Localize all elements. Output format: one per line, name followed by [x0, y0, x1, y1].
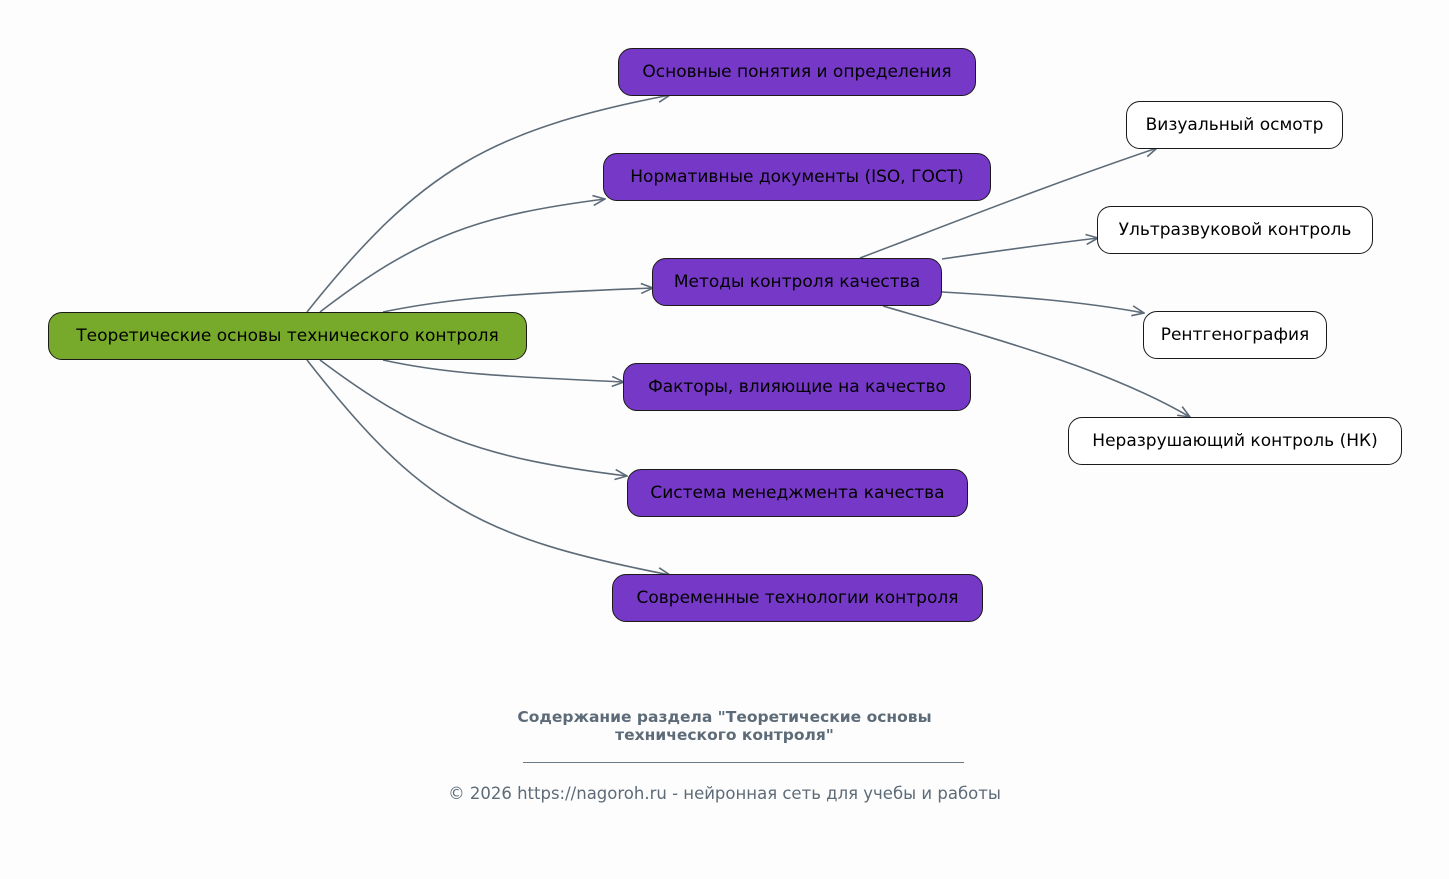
topic-node-basic-concepts[interactable]: Основные понятия и определения [618, 48, 976, 96]
edge-root-t4 [382, 359, 624, 382]
diagram-title-line-2: технического контроля" [615, 726, 834, 744]
root-node-label: Теоретические основы технического контро… [76, 326, 499, 346]
edge-t3-l2 [941, 238, 1098, 260]
edge-root-t5 [319, 359, 627, 476]
topic-node-regulatory-documents[interactable]: Нормативные документы (ISO, ГОСТ) [603, 153, 991, 201]
topic-node-label: Система менеджмента качества [650, 483, 945, 503]
edge-t3-l4 [882, 305, 1190, 417]
topic-node-quality-factors[interactable]: Факторы, влияющие на качество [623, 363, 971, 411]
leaf-node-ultrasonic-testing[interactable]: Ультразвуковой контроль [1097, 206, 1373, 254]
topic-node-modern-control-technologies[interactable]: Современные технологии контроля [612, 574, 983, 622]
leaf-node-nondestructive-testing[interactable]: Неразрушающий контроль (НК) [1068, 417, 1402, 465]
diagram-title-line-1: Содержание раздела "Теоретические основы [517, 708, 932, 726]
topic-node-quality-control-methods[interactable]: Методы контроля качества [652, 258, 942, 306]
leaf-node-visual-inspection[interactable]: Визуальный осмотр [1126, 101, 1343, 149]
leaf-node-label: Ультразвуковой контроль [1118, 220, 1352, 240]
copyright-text[interactable]: © 2026 https://nagoroh.ru - нейронная се… [448, 784, 1001, 803]
topic-node-label: Методы контроля качества [673, 272, 921, 292]
topic-node-label: Факторы, влияющие на качество [648, 377, 946, 397]
edge-t3-l3 [941, 291, 1144, 313]
topic-node-label: Нормативные документы (ISO, ГОСТ) [630, 167, 964, 187]
diagram-title: Содержание раздела "Теоретические основы… [0, 708, 1449, 744]
leaf-node-label: Рентгенография [1160, 325, 1310, 345]
edge-t3-l1 [859, 148, 1157, 259]
edge-root-t1 [306, 95, 670, 313]
edge-root-t6 [306, 359, 670, 575]
leaf-node-label: Визуальный осмотр [1145, 115, 1324, 135]
leaf-node-radiography[interactable]: Рентгенография [1143, 311, 1327, 359]
edge-root-t3 [382, 288, 653, 313]
root-node[interactable]: Теоретические основы технического контро… [48, 312, 527, 360]
caption-divider [523, 762, 964, 763]
leaf-node-label: Неразрушающий контроль (НК) [1092, 431, 1378, 451]
edge-root-t2 [319, 199, 605, 313]
topic-node-label: Основные понятия и определения [642, 62, 952, 82]
topic-node-label: Современные технологии контроля [636, 588, 959, 608]
topic-node-quality-management-system[interactable]: Система менеджмента качества [627, 469, 968, 517]
